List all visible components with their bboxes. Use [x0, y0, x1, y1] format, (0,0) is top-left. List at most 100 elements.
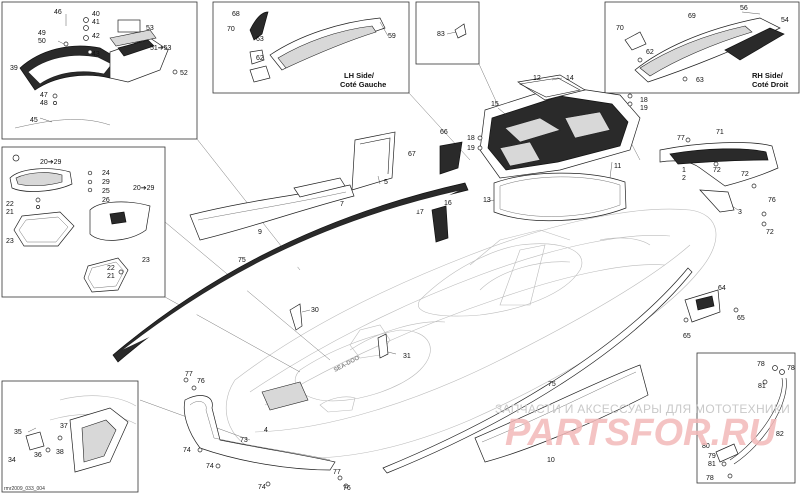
callout-74-c: 74	[258, 484, 266, 491]
callout-10: 10	[547, 457, 555, 464]
callout-36: 36	[34, 452, 42, 459]
rh-front-panel	[659, 137, 779, 227]
hull-interior-details	[261, 303, 397, 411]
callout-7: 7	[340, 201, 344, 208]
box-rear-boarding	[1, 380, 139, 493]
callout-39: 39	[10, 65, 18, 72]
callout-11: 11	[614, 163, 621, 170]
callout-82: 82	[776, 431, 784, 438]
callout-63: 63	[256, 36, 264, 43]
callout-41: 41	[92, 19, 100, 26]
callout-66: 66	[440, 129, 448, 136]
callout-81-b: 81	[708, 461, 716, 468]
callout-59: 59	[388, 33, 396, 40]
callout-20-29-b: 20➔29	[133, 185, 155, 192]
callout-75-b: 75	[548, 381, 556, 388]
callout-65-b: 65	[683, 333, 691, 340]
callout-63-rh: 63	[696, 77, 704, 84]
rh-side-subtitle: Coté Droit	[752, 80, 789, 89]
callout-75-a: 75	[238, 257, 246, 264]
callout-74-b: 74	[206, 463, 214, 470]
lh-side-subtitle: Coté Gauche	[340, 80, 386, 89]
callout-49: 49	[38, 30, 46, 37]
box-hatch-cover-parts	[1, 146, 166, 298]
callout-24: 24	[102, 170, 110, 177]
callout-23-a: 23	[6, 238, 14, 245]
callout-46: 46	[54, 9, 62, 16]
callout-12: 12	[533, 75, 541, 82]
rub-rail-and-mats	[112, 131, 469, 363]
callout-72-b: 72	[741, 171, 749, 178]
callout-56: 56	[740, 5, 748, 12]
callout-76-a: 76	[768, 197, 776, 204]
callout-45: 45	[30, 117, 38, 124]
callout-42: 42	[92, 33, 100, 40]
callout-76-b: 76	[197, 378, 205, 385]
callout-77-b: 77	[185, 371, 193, 378]
callout-15: 15	[491, 101, 499, 108]
callout-18-a: 18	[640, 97, 648, 104]
callout-40: 40	[92, 11, 100, 18]
callout-25: 25	[102, 188, 110, 195]
front-bumper	[183, 377, 349, 489]
callout-71: 71	[716, 129, 724, 136]
callout-23-b: 23	[142, 257, 150, 264]
callout-19-b: 19	[467, 145, 475, 152]
callout-20-29-a: 20➔29	[40, 159, 62, 166]
callout-30: 30	[311, 307, 319, 314]
callout-78-b: 78	[787, 365, 795, 372]
callout-2: 2	[682, 175, 686, 182]
callout-31: 31	[403, 353, 411, 360]
callout-53: 53	[146, 25, 154, 32]
callout-5: 5	[384, 179, 388, 186]
callout-17: 17	[416, 209, 424, 216]
callout-70-rh: 70	[616, 25, 624, 32]
callout-9: 9	[258, 229, 262, 236]
callout-70: 70	[227, 26, 235, 33]
lh-side-title: LH Side/	[344, 71, 375, 80]
callout-50: 50	[38, 38, 46, 45]
callout-3: 3	[738, 209, 742, 216]
callout-14: 14	[566, 75, 574, 82]
box-handle-assembly	[1, 1, 198, 140]
callout-52: 52	[180, 70, 188, 77]
drawing-reference: rmr2009_033_004	[4, 486, 45, 492]
callout-18-b: 18	[467, 135, 475, 142]
rh-side-title: RH Side/	[752, 71, 784, 80]
callout-19-a: 19	[640, 105, 648, 112]
callout-78-c: 78	[706, 475, 714, 482]
box-lh-side-panel	[212, 1, 410, 94]
hull-logo: SEA-DOO	[333, 355, 361, 374]
callout-29: 29	[102, 179, 110, 186]
callout-81-a: 81	[758, 383, 766, 390]
callout-1: 1	[682, 167, 686, 174]
callout-51-53: 51➔53	[150, 45, 172, 52]
callout-21-b: 21	[107, 273, 115, 280]
callout-83: 83	[437, 31, 445, 38]
callout-35: 35	[14, 429, 22, 436]
callout-78-a: 78	[757, 361, 765, 368]
callout-21-a: 21	[6, 209, 14, 216]
callout-68: 68	[232, 11, 240, 18]
callout-76-c: 76	[343, 485, 351, 492]
watermark-logo: PARTSFOR.RU	[505, 412, 777, 454]
callout-13: 13	[483, 197, 491, 204]
callout-64: 64	[718, 285, 726, 292]
storage-bin-frame	[431, 74, 641, 243]
callout-74-a: 74	[183, 447, 191, 454]
callout-80: 80	[702, 443, 710, 450]
callout-72-a: 72	[713, 167, 721, 174]
callout-54: 54	[781, 17, 789, 24]
callout-79: 79	[708, 453, 716, 460]
rh-rub-rail	[382, 267, 739, 474]
watermark-text: ЗАПЧАСТИ И АКСЕССУАРЫ ДЛЯ МОТОТЕХНИКИ	[495, 402, 790, 416]
box-rh-side-panel	[604, 1, 800, 94]
callout-62: 62	[256, 55, 264, 62]
callout-22-b: 22	[107, 265, 115, 272]
callout-47: 47	[40, 92, 48, 99]
callout-72-c: 72	[766, 229, 774, 236]
callout-65-a: 65	[737, 315, 745, 322]
callout-69: 69	[688, 13, 696, 20]
callout-73: 73	[240, 437, 248, 444]
